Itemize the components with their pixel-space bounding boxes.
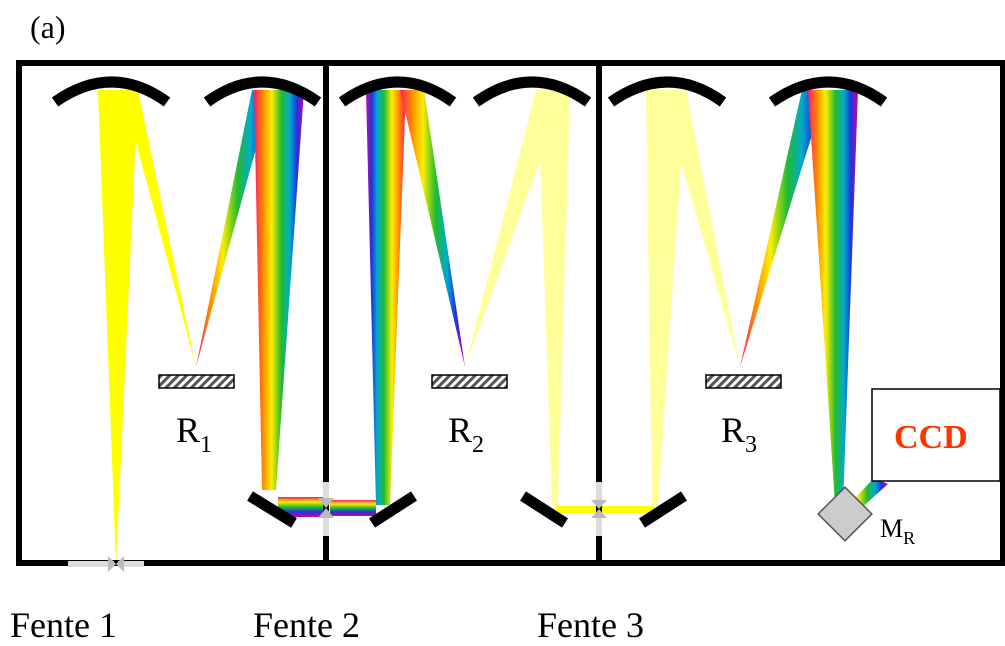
relay-beam-slit-2-left xyxy=(278,497,324,517)
grating-1 xyxy=(158,374,235,389)
input-beam-1 xyxy=(98,90,138,565)
gratings xyxy=(158,374,782,389)
slit-2-marker xyxy=(318,482,334,536)
flat-mirrors xyxy=(247,491,687,528)
slit-label-3: Fente 3 xyxy=(537,605,644,645)
collimated-beam-to-grating-1 xyxy=(122,90,196,367)
concave-mirror-6 xyxy=(768,76,888,107)
flat-mirror-3 xyxy=(520,491,568,528)
focused-beam-to-slit-3 xyxy=(538,90,570,505)
concave-mirror-4 xyxy=(472,76,592,107)
slit-1-marker xyxy=(68,556,144,572)
concave-mirror-3 xyxy=(338,76,457,107)
ccd-label: CCD xyxy=(894,419,968,456)
flat-mirror-4 xyxy=(639,491,687,528)
grating-label-2: R2 xyxy=(448,410,484,458)
grating-label-1: R1 xyxy=(176,410,212,458)
grating-2 xyxy=(431,374,508,389)
dispersed-beam-from-grating-1 xyxy=(196,90,272,367)
spectrometer-frame xyxy=(16,60,1005,566)
focused-beam-to-mirror xyxy=(808,90,858,505)
collimated-beam-stage-3 xyxy=(646,90,686,505)
stage-2-beams xyxy=(366,90,654,513)
slit-label-1: Fente 1 xyxy=(10,605,117,645)
concave-mirror-2 xyxy=(203,76,322,107)
grating-label-3: R3 xyxy=(721,410,757,458)
flat-mirror-2 xyxy=(369,491,417,528)
collimated-beam-stage-2 xyxy=(366,90,406,505)
concave-mirror-1 xyxy=(51,76,171,107)
stage-3-beams xyxy=(646,90,888,518)
mirror-mr xyxy=(817,486,873,542)
relay-beam-slit-2-right xyxy=(330,500,376,516)
beam-to-grating-2 xyxy=(400,90,465,367)
beam-to-grating-3 xyxy=(660,90,740,367)
frame-outline xyxy=(16,60,1005,566)
flat-mirror-1 xyxy=(247,491,297,528)
slit-3-marker xyxy=(591,482,607,536)
mirror-label: MR xyxy=(880,514,915,548)
grating-3 xyxy=(705,374,782,389)
dispersed-beam-from-grating-3 xyxy=(740,90,826,367)
stage-1-beams xyxy=(98,90,376,565)
relay-beam-slit-3 xyxy=(556,506,654,513)
concave-mirror-5 xyxy=(607,76,727,107)
slit-markers xyxy=(68,482,607,572)
slit-label-2: Fente 2 xyxy=(253,605,360,645)
concave-mirrors xyxy=(51,76,888,107)
panel-label: (a) xyxy=(30,9,66,45)
ccd-detector-box xyxy=(871,388,1001,482)
focused-beam-to-slit-2 xyxy=(254,90,304,490)
